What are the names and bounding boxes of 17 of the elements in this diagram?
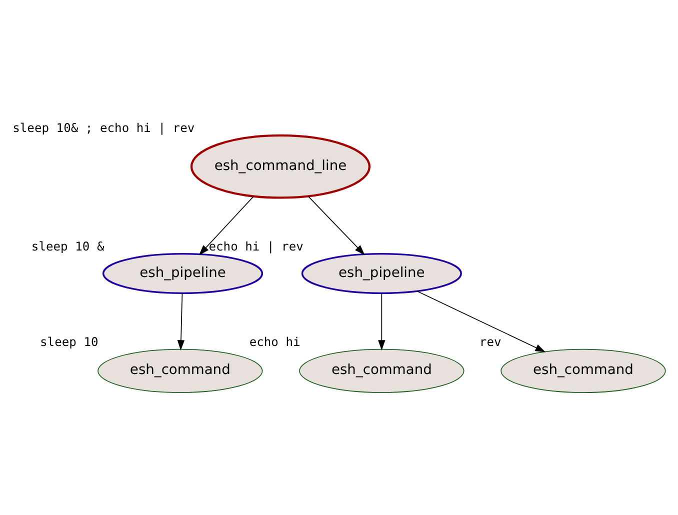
node-ellipse: esh_command	[299, 348, 464, 393]
node-label: sleep 10& ; echo hi | rev	[12, 121, 195, 136]
arrow	[198, 196, 254, 256]
node-ellipse: esh_command	[98, 348, 263, 393]
node-ellipse: esh_command	[500, 348, 666, 393]
arrow	[177, 292, 185, 350]
node-label: sleep 10	[40, 335, 98, 350]
node-label: echo hi	[249, 335, 300, 350]
node-ellipse: esh_pipeline	[301, 252, 462, 294]
node-label: echo hi | rev	[208, 240, 304, 254]
node-ellipse: esh_pipeline	[102, 252, 264, 294]
arrow	[416, 290, 546, 352]
node-label: sleep 10 &	[31, 240, 104, 254]
arrow	[378, 292, 386, 350]
arrow	[308, 196, 365, 256]
node-ellipse: esh_command_line	[190, 134, 371, 199]
node-label: rev	[479, 335, 502, 350]
